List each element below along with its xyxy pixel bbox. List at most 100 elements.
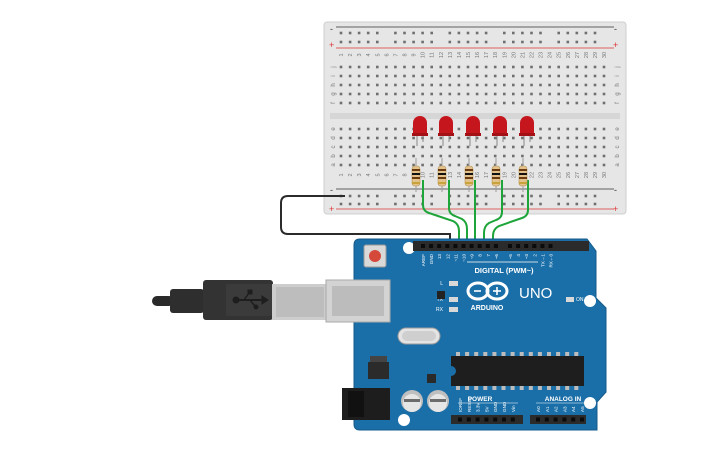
breadboard-hole[interactable] xyxy=(530,145,533,149)
rail-hole[interactable] xyxy=(503,40,506,44)
rail-hole[interactable] xyxy=(539,31,542,35)
rail-hole[interactable] xyxy=(521,202,524,206)
breadboard-hole[interactable] xyxy=(521,92,524,96)
breadboard-hole[interactable] xyxy=(503,136,506,140)
breadboard-hole[interactable] xyxy=(403,163,406,167)
breadboard-hole[interactable] xyxy=(512,65,515,69)
breadboard-hole[interactable] xyxy=(348,101,352,105)
rail-hole[interactable] xyxy=(403,194,406,198)
breadboard-hole[interactable] xyxy=(421,154,424,158)
breadboard-hole[interactable] xyxy=(457,83,461,87)
rail-hole[interactable] xyxy=(394,202,397,206)
breadboard-hole[interactable] xyxy=(430,65,433,69)
rail-hole[interactable] xyxy=(575,194,579,198)
breadboard-hole[interactable] xyxy=(385,92,388,96)
breadboard-hole[interactable] xyxy=(421,145,424,149)
digital-pin[interactable] xyxy=(548,244,553,248)
rail-hole[interactable] xyxy=(584,202,588,206)
breadboard-hole[interactable] xyxy=(530,136,533,140)
rail-hole[interactable] xyxy=(530,40,533,44)
rail-hole[interactable] xyxy=(575,31,579,35)
digital-pin[interactable] xyxy=(429,244,434,248)
breadboard-hole[interactable] xyxy=(448,83,452,87)
breadboard-hole[interactable] xyxy=(403,92,406,96)
rail-hole[interactable] xyxy=(376,194,379,198)
breadboard-hole[interactable] xyxy=(339,154,343,158)
rail-hole[interactable] xyxy=(366,40,370,44)
rail-hole[interactable] xyxy=(530,31,533,35)
breadboard-hole[interactable] xyxy=(457,163,461,167)
rail-hole[interactable] xyxy=(348,31,352,35)
breadboard-hole[interactable] xyxy=(394,163,397,167)
rail-hole[interactable] xyxy=(475,202,479,206)
rail-hole[interactable] xyxy=(403,40,406,44)
breadboard-hole[interactable] xyxy=(466,92,470,96)
breadboard-hole[interactable] xyxy=(566,101,570,105)
breadboard-hole[interactable] xyxy=(539,145,542,149)
breadboard-hole[interactable] xyxy=(512,163,515,167)
breadboard-hole[interactable] xyxy=(394,92,397,96)
breadboard-hole[interactable] xyxy=(339,136,343,140)
breadboard-hole[interactable] xyxy=(448,74,452,78)
breadboard-hole[interactable] xyxy=(493,101,497,105)
breadboard-hole[interactable] xyxy=(557,74,560,78)
breadboard-hole[interactable] xyxy=(412,74,415,78)
rail-hole[interactable] xyxy=(484,40,488,44)
breadboard-hole[interactable] xyxy=(376,83,379,87)
breadboard-hole[interactable] xyxy=(339,74,343,78)
breadboard-hole[interactable] xyxy=(348,136,352,140)
breadboard-hole[interactable] xyxy=(457,101,461,105)
breadboard-hole[interactable] xyxy=(512,83,515,87)
breadboard-hole[interactable] xyxy=(530,92,533,96)
breadboard-hole[interactable] xyxy=(466,101,470,105)
breadboard-hole[interactable] xyxy=(385,145,388,149)
analog-pin[interactable] xyxy=(553,417,558,422)
breadboard-hole[interactable] xyxy=(493,145,497,149)
breadboard-hole[interactable] xyxy=(366,154,370,158)
breadboard-hole[interactable] xyxy=(385,83,388,87)
rail-hole[interactable] xyxy=(412,194,415,198)
rail-hole[interactable] xyxy=(357,31,361,35)
analog-pin[interactable] xyxy=(571,417,576,422)
breadboard-hole[interactable] xyxy=(503,163,506,167)
breadboard-hole[interactable] xyxy=(475,163,479,167)
breadboard-hole[interactable] xyxy=(575,127,579,131)
breadboard-hole[interactable] xyxy=(394,101,397,105)
rail-hole[interactable] xyxy=(512,40,515,44)
rail-hole[interactable] xyxy=(593,40,597,44)
breadboard-hole[interactable] xyxy=(412,163,415,167)
breadboard-hole[interactable] xyxy=(357,101,361,105)
breadboard-hole[interactable] xyxy=(521,101,524,105)
breadboard-hole[interactable] xyxy=(548,92,551,96)
breadboard-hole[interactable] xyxy=(557,136,560,140)
breadboard-hole[interactable] xyxy=(602,163,606,167)
breadboard-hole[interactable] xyxy=(421,65,424,69)
breadboard-hole[interactable] xyxy=(575,101,579,105)
rail-hole[interactable] xyxy=(512,31,515,35)
breadboard-hole[interactable] xyxy=(466,83,470,87)
breadboard-hole[interactable] xyxy=(412,136,415,140)
breadboard-hole[interactable] xyxy=(421,74,424,78)
breadboard-hole[interactable] xyxy=(593,145,597,149)
breadboard-hole[interactable] xyxy=(357,154,361,158)
breadboard-hole[interactable] xyxy=(484,65,488,69)
rail-hole[interactable] xyxy=(530,194,533,198)
breadboard-hole[interactable] xyxy=(412,83,415,87)
rail-hole[interactable] xyxy=(339,202,343,206)
breadboard-hole[interactable] xyxy=(584,65,588,69)
rail-hole[interactable] xyxy=(593,194,597,198)
breadboard-hole[interactable] xyxy=(548,154,551,158)
breadboard-hole[interactable] xyxy=(521,83,524,87)
digital-pin[interactable] xyxy=(453,244,458,248)
signal-wire-1[interactable] xyxy=(422,180,460,243)
led-4[interactable] xyxy=(492,116,508,146)
breadboard-hole[interactable] xyxy=(503,154,506,158)
breadboard-hole[interactable] xyxy=(394,83,397,87)
breadboard-hole[interactable] xyxy=(448,154,452,158)
breadboard-hole[interactable] xyxy=(430,154,433,158)
breadboard-hole[interactable] xyxy=(575,74,579,78)
breadboard-hole[interactable] xyxy=(503,65,506,69)
breadboard-hole[interactable] xyxy=(512,154,515,158)
breadboard-hole[interactable] xyxy=(475,92,479,96)
breadboard-hole[interactable] xyxy=(557,92,560,96)
